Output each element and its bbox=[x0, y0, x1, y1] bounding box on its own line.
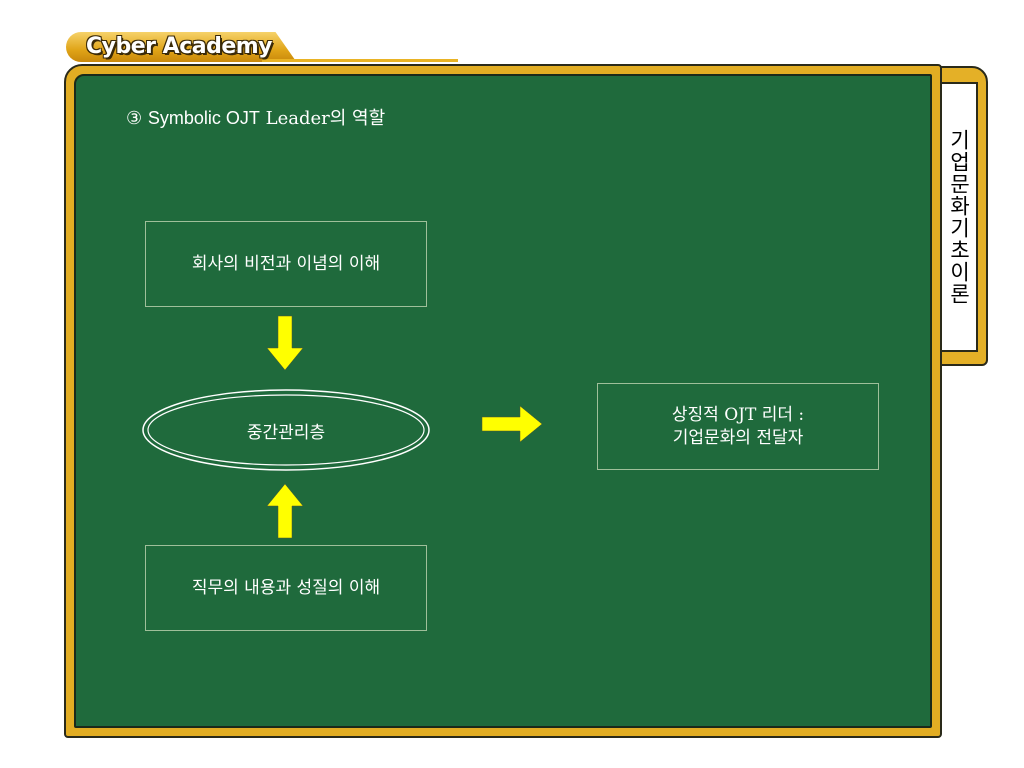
cyber-academy-logo: Cyber Academy bbox=[66, 30, 458, 64]
logo-pill-shape bbox=[66, 32, 266, 62]
vision-understanding-box: 회사의 비전과 이념의 이해 bbox=[145, 221, 427, 307]
side-tab-label: 기업문화기초이론 bbox=[947, 129, 971, 305]
logo-underline bbox=[262, 59, 458, 62]
title-number: ③ bbox=[126, 108, 143, 128]
job-understanding-label: 직무의 내용과 성질의 이해 bbox=[191, 577, 381, 598]
title-serif-part: Leader의 역할 bbox=[265, 108, 386, 129]
slide-title: ③ Symbolic OJT Leader의 역할 bbox=[126, 104, 385, 130]
right-arrow bbox=[481, 405, 543, 443]
vision-understanding-label: 회사의 비전과 이념의 이해 bbox=[191, 253, 381, 274]
up-arrow bbox=[266, 483, 304, 539]
symbolic-leader-line2: 기업문화의 전달자 bbox=[672, 427, 804, 448]
title-sans-part: Symbolic OJT bbox=[147, 108, 260, 128]
chalkboard-frame bbox=[64, 64, 942, 738]
middle-manager-ellipse-outer bbox=[142, 389, 430, 471]
logo-text: Cyber Academy bbox=[86, 34, 273, 59]
middle-manager-label: 중간관리층 bbox=[246, 422, 326, 443]
chalkboard bbox=[74, 74, 932, 728]
down-arrow bbox=[266, 315, 304, 371]
job-understanding-box: 직무의 내용과 성질의 이해 bbox=[145, 545, 427, 631]
symbolic-leader-box: 상징적 OJT 리더 : 기업문화의 전달자 bbox=[597, 383, 879, 470]
middle-manager-ellipse-inner bbox=[147, 394, 425, 466]
side-tab-label-box: 기업문화기초이론 bbox=[940, 82, 978, 352]
side-tab[interactable]: 기업문화기초이론 bbox=[930, 66, 988, 366]
symbolic-leader-line1: 상징적 OJT 리더 : bbox=[671, 404, 805, 425]
